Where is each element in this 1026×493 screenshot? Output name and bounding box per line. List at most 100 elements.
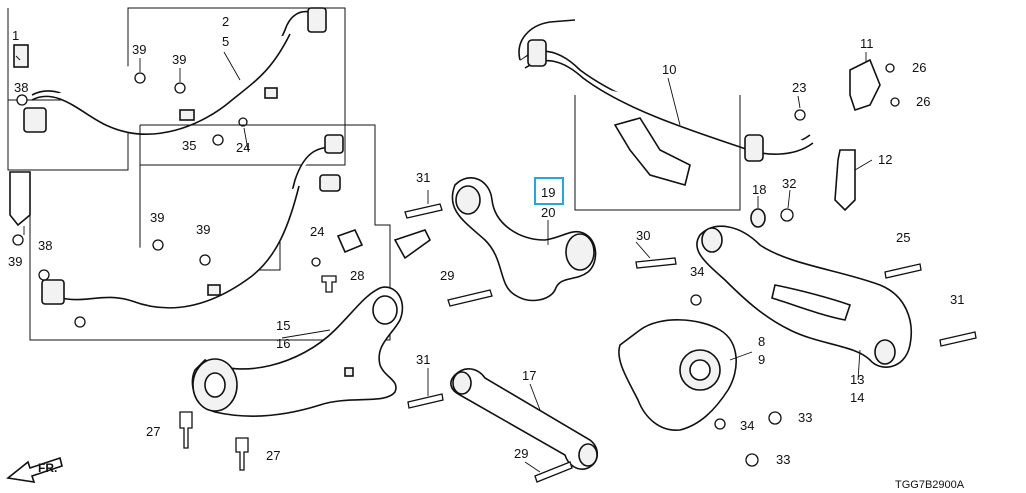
callout-29b[interactable]: 29 (514, 446, 528, 461)
callout-32[interactable]: 32 (782, 176, 796, 191)
clip-39e (199, 254, 211, 266)
stabilizer-bar-2 (524, 60, 814, 155)
callout-35[interactable]: 35 (182, 138, 196, 153)
callout-5[interactable]: 5 (222, 34, 229, 49)
harness-connector-upper (23, 107, 47, 133)
bracket-lower (9, 171, 31, 227)
callout-31c[interactable]: 31 (416, 352, 430, 367)
harness-cable-lower-2 (54, 185, 300, 309)
trailing-arm-end (372, 295, 398, 325)
callout-24b[interactable]: 24 (310, 224, 324, 239)
bolt-28 (321, 275, 337, 293)
upper-arm-bushing-front (455, 185, 481, 215)
trailing-arm-group (179, 286, 404, 471)
clip-38b (38, 269, 50, 281)
callout-38b[interactable]: 38 (38, 238, 52, 253)
callout-28[interactable]: 28 (350, 268, 364, 283)
callout-8[interactable]: 8 (758, 334, 765, 349)
harness-end-connector (307, 7, 327, 33)
sensor-bracket (336, 229, 364, 254)
bolt-30 (635, 257, 677, 269)
lateral-link-bushing-front (452, 371, 472, 395)
callout-31a[interactable]: 31 (416, 170, 430, 185)
callout-39a[interactable]: 39 (132, 42, 146, 57)
harness-lower-clip (207, 284, 221, 296)
nut-32 (780, 208, 794, 222)
callout-34b[interactable]: 34 (740, 418, 754, 433)
callout-39e[interactable]: 39 (8, 254, 22, 269)
callout-33b[interactable]: 33 (776, 452, 790, 467)
callout-34a[interactable]: 34 (690, 264, 704, 279)
clip-lower (74, 316, 86, 328)
bolt-27a (179, 411, 193, 449)
harness-upper-group (7, 7, 346, 171)
harness-upper-box-right (140, 100, 346, 166)
callout-10[interactable]: 10 (662, 62, 676, 77)
callout-27b[interactable]: 27 (266, 448, 280, 463)
upper-arm-bushing-rear (565, 233, 595, 271)
callout-1[interactable]: 1 (12, 28, 19, 43)
callout-23[interactable]: 23 (792, 80, 806, 95)
lateral-link-group (407, 368, 599, 483)
callout-16[interactable]: 16 (276, 336, 290, 351)
lower-arm-plate (771, 284, 852, 321)
harness-upper-box-top (127, 7, 346, 100)
callout-11[interactable]: 11 (860, 36, 874, 51)
callout-18[interactable]: 18 (752, 182, 766, 197)
nut-33b (745, 453, 759, 467)
knuckle-hub-inner (689, 359, 711, 381)
knuckle-group (618, 319, 782, 467)
callout-15[interactable]: 15 (276, 318, 290, 333)
callout-24a[interactable]: 24 (236, 140, 250, 155)
harness-clip-2 (264, 87, 278, 99)
nut-34b (714, 418, 726, 430)
callout-9[interactable]: 9 (758, 352, 765, 367)
callout-31b[interactable]: 31 (950, 292, 964, 307)
bracket-1 (13, 44, 29, 68)
bolt-24b (311, 257, 321, 267)
upper-control-arm (451, 177, 597, 302)
lower-arm-group (690, 225, 977, 368)
callout-39c[interactable]: 39 (150, 210, 164, 225)
trailing-arm (191, 286, 404, 418)
bolt-31b (939, 331, 977, 347)
trailing-arm-bushing-inner (204, 372, 226, 398)
callout-19[interactable]: 19 (541, 185, 555, 200)
bolt-29a (447, 289, 493, 307)
callout-27a[interactable]: 27 (146, 424, 160, 439)
callout-labels: 1 2 5 39 39 38 35 24 39 39 39 38 24 28 3… (8, 14, 964, 467)
callout-39b[interactable]: 39 (172, 52, 186, 67)
lower-arm-end (874, 339, 896, 365)
bolt-26b (890, 97, 900, 107)
stabilizer-detail-box (574, 95, 741, 211)
callout-2[interactable]: 2 (222, 14, 229, 29)
callout-25[interactable]: 25 (896, 230, 910, 245)
harness-connector-lower (41, 279, 65, 305)
trailing-arm-clip (344, 367, 354, 377)
knuckle (618, 319, 737, 431)
clip-35 (212, 134, 224, 146)
callout-39d[interactable]: 39 (196, 222, 210, 237)
callout-12[interactable]: 12 (878, 152, 892, 167)
callout-14[interactable]: 14 (850, 390, 864, 405)
harness-cable-upper-2 (31, 33, 291, 135)
stabilizer-bushing-left (527, 39, 547, 67)
callout-38a[interactable]: 38 (14, 80, 28, 95)
bolt-29b (534, 461, 573, 483)
clip-38a (16, 94, 28, 106)
callout-26a[interactable]: 26 (912, 60, 926, 75)
callout-20[interactable]: 20 (541, 205, 555, 220)
callout-17[interactable]: 17 (522, 368, 536, 383)
callout-13[interactable]: 13 (850, 372, 864, 387)
callout-29a[interactable]: 29 (440, 268, 454, 283)
callout-33a[interactable]: 33 (798, 410, 812, 425)
nut-34a (690, 294, 702, 306)
bolt-25 (884, 263, 922, 279)
lateral-link (450, 368, 599, 470)
harness-clip-1 (179, 109, 195, 121)
stabilizer-holder (849, 58, 881, 112)
harness-mid-connector (319, 174, 341, 192)
harness-lower-group (9, 124, 432, 341)
callout-30[interactable]: 30 (636, 228, 650, 243)
callout-26b[interactable]: 26 (916, 94, 930, 109)
